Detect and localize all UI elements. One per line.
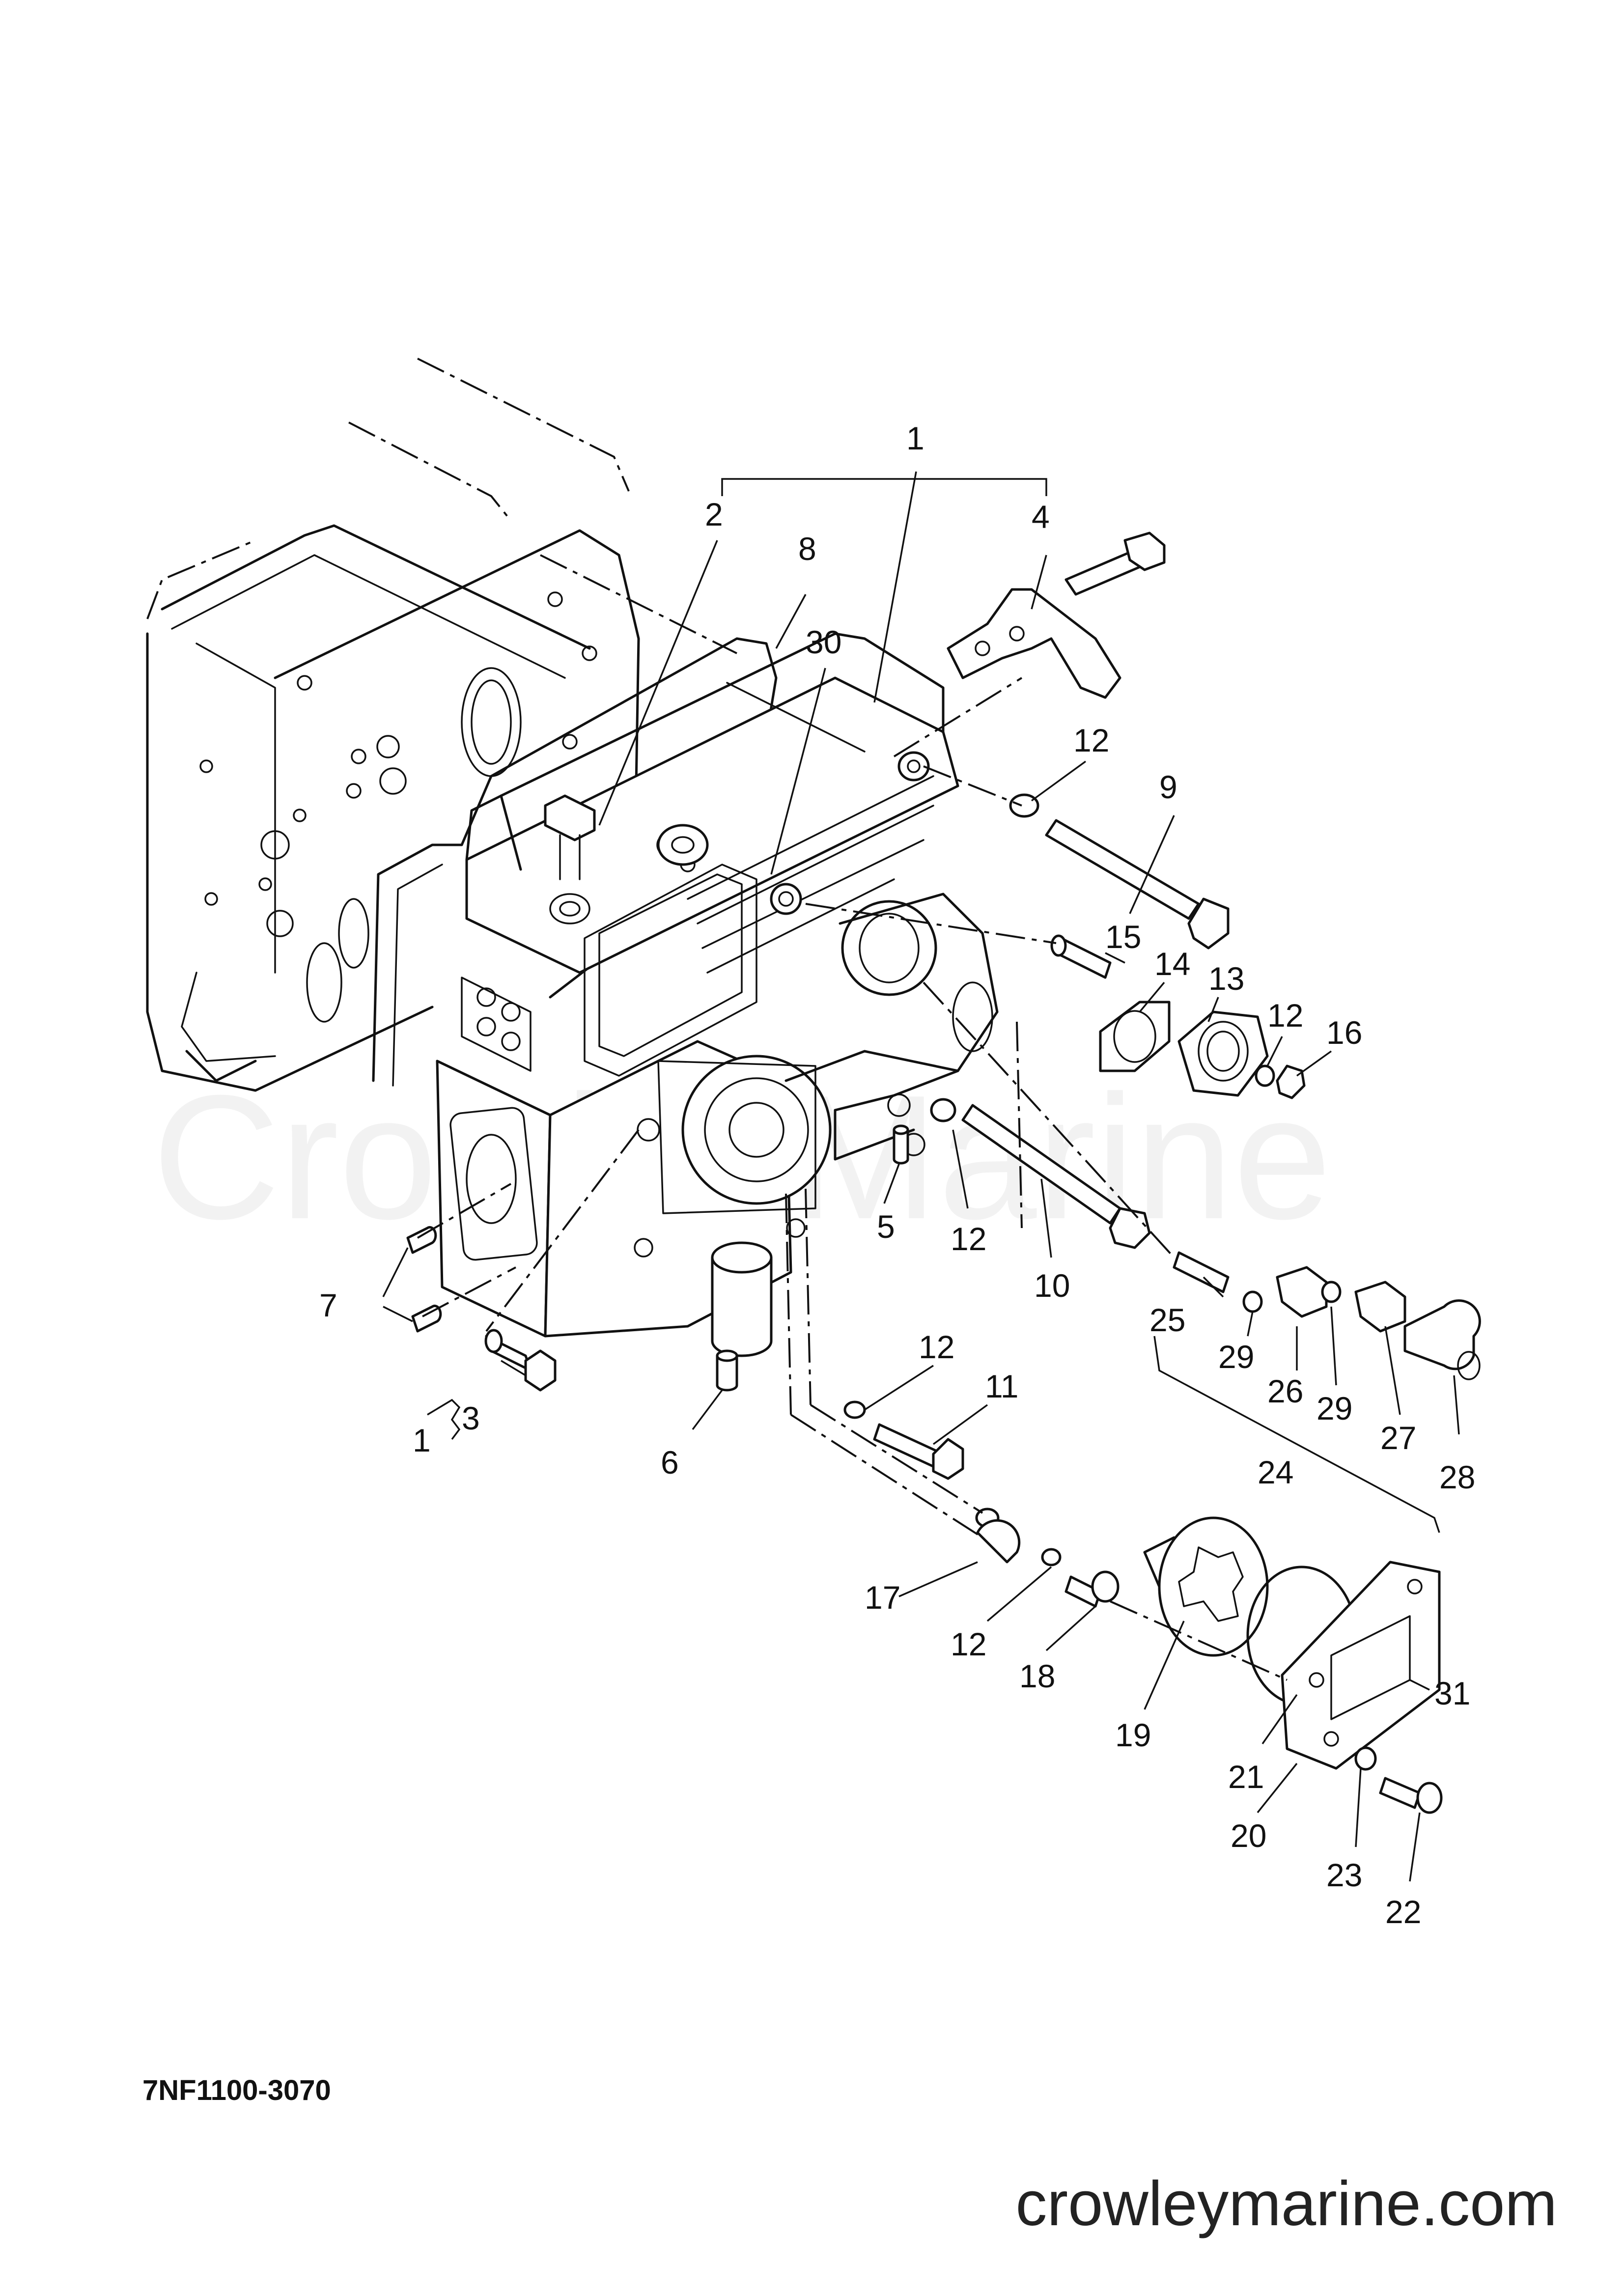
dowel-part-6 [716,1349,738,1392]
callout-5: 5 [877,1208,895,1245]
callout-28: 28 [1439,1459,1475,1495]
site-url: crowleymarine.com [1016,2169,1558,2239]
callout-20: 20 [1231,1818,1266,1854]
callout-21: 21 [1228,1759,1264,1795]
callout-7: 7 [319,1287,337,1323]
cover-part-13 [1177,1010,1269,1097]
callout-29-b: 29 [1316,1390,1352,1426]
plug-part-3 [484,1329,557,1392]
pump-cover-part-20 [1281,1561,1441,1770]
callout-12-e: 12 [951,1626,986,1662]
callout-10: 10 [1034,1267,1070,1304]
bracket-bolt [1064,531,1166,596]
washer-bolt-23-22 [1354,1746,1443,1814]
bolt-part-10 [930,1098,1151,1249]
callout-1-b: 1 [413,1422,431,1458]
callout-1: 1 [906,420,924,456]
drawing-code: 7NF1100-3070 [142,2074,331,2106]
callout-23: 23 [1326,1857,1362,1893]
callout-14: 14 [1154,946,1190,982]
callout-12-c: 12 [951,1221,986,1257]
callout-18: 18 [1019,1658,1055,1694]
callout-27: 27 [1380,1420,1416,1456]
callout-15: 15 [1105,919,1141,955]
callout-labels: 1 2 4 8 30 12 9 15 14 13 12 16 12 5 10 7… [319,420,1475,1930]
callout-4: 4 [1032,499,1050,535]
pump-rotor-part-19 [1143,1516,1269,1657]
callout-2: 2 [705,496,723,532]
callout-12-a: 12 [1073,722,1109,758]
callout-6: 6 [661,1444,679,1481]
callout-8: 8 [798,531,816,567]
bolt-part-9 [1009,793,1230,950]
bolt-part-11 [843,1400,964,1480]
shaft-assembly-24 [1173,1251,1481,1380]
gasket-part-14 [1099,1001,1171,1072]
callout-11: 11 [985,1368,1019,1404]
callout-19: 19 [1115,1717,1151,1753]
callout-25: 25 [1149,1302,1185,1338]
callout-9: 9 [1159,769,1177,805]
callout-12-d: 12 [919,1329,954,1365]
washer-nut-12-16 [1255,1064,1306,1099]
stud-part-15 [1050,934,1112,979]
callout-13: 13 [1208,960,1244,997]
callout-16: 16 [1326,1014,1362,1051]
leader-lines [382,471,1460,1882]
callout-17: 17 [865,1579,900,1616]
clamp-part-17 [975,1508,1120,1608]
callout-26: 26 [1267,1373,1303,1409]
callout-24: 24 [1258,1454,1293,1490]
callout-22: 22 [1385,1894,1421,1930]
dowel-part-5 [893,1124,909,1165]
engine-block-outline [146,358,640,1092]
callout-29-a: 29 [1218,1339,1254,1375]
bracket-part-4 [947,588,1121,699]
gear-case-housing [436,632,999,1357]
dowel-part-7 [406,1226,442,1333]
callout-31: 31 [1434,1675,1470,1711]
alignment-lines [417,554,1288,1681]
callout-30: 30 [806,624,841,660]
gasket-part-8 [372,637,778,1082]
callout-12-b: 12 [1267,997,1303,1034]
callout-3: 3 [462,1400,480,1436]
